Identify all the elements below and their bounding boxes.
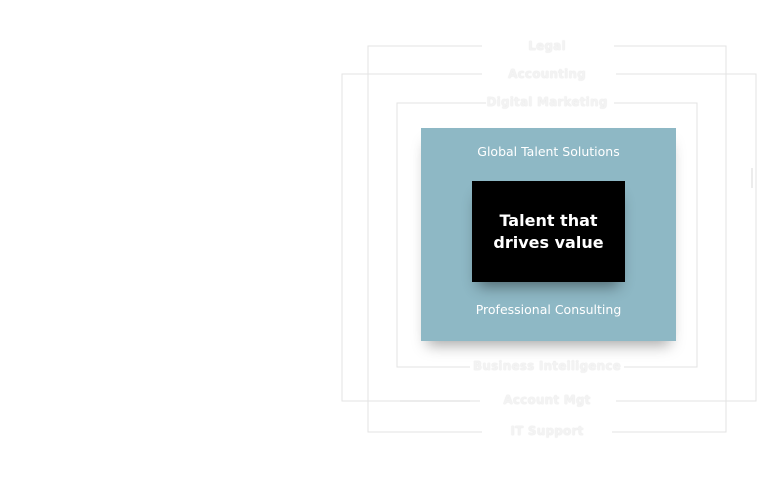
- value-statement-box: Talent that drives value: [472, 181, 625, 282]
- second-top-label: Accounting: [508, 67, 586, 81]
- value-statement-text: Talent that drives value: [493, 210, 604, 252]
- outer-top-label: Legal: [528, 39, 566, 53]
- third-top-label: Digital Marketing: [486, 95, 608, 109]
- second-bottom-label: Account Mgt: [503, 393, 591, 407]
- outer-bottom-label: IT Support: [510, 424, 584, 438]
- third-bottom-label: Business Intelligence: [472, 359, 622, 373]
- third-frame: [396, 102, 698, 368]
- panel-top-text: Global Talent Solutions: [477, 144, 620, 159]
- outer-frame: [367, 45, 727, 433]
- panel-bottom-text: Professional Consulting: [475, 302, 622, 317]
- talent-panel: Global Talent Solutions Talent that driv…: [421, 128, 676, 341]
